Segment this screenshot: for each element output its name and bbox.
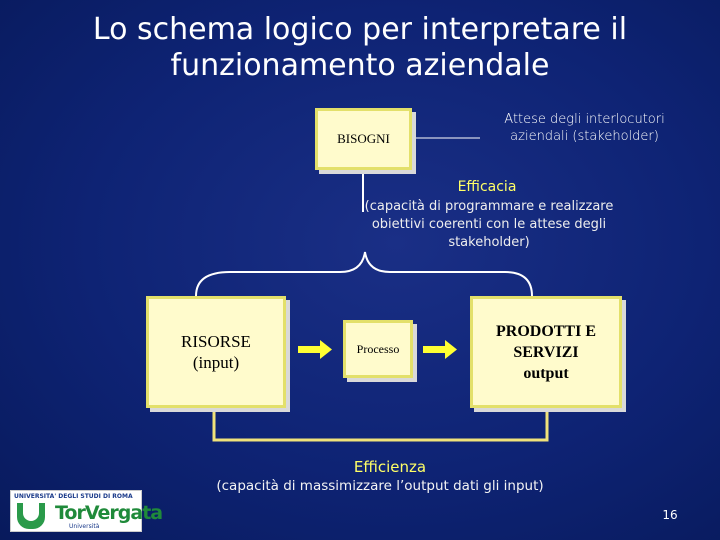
prodotti-label-line2: SERVIZI (513, 343, 579, 361)
arrow-processo-prodotti (423, 340, 457, 359)
prodotti-box: PRODOTTI E SERVIZI output (470, 296, 622, 408)
stakeholder-label: Attese degli interlocutori aziendali (st… (504, 112, 665, 144)
arrow-risorse-processo (298, 340, 332, 359)
output-label: output (523, 364, 569, 382)
processo-label: Processo (356, 341, 400, 356)
logo-top-text: UNIVERSITA' DEGLI STUDI DI ROMA (14, 493, 133, 500)
input-label: (input) (192, 353, 240, 372)
slide-title: Lo schema logico per interpretare il fun… (92, 12, 628, 83)
risorse-box: RISORSE (input) (146, 296, 286, 408)
curly-brace (195, 251, 533, 297)
risorse-label: RISORSE (181, 332, 251, 351)
prodotti-label-line1: PRODOTTI E (495, 322, 596, 340)
bisogni-label: BISOGNI (337, 131, 390, 146)
efficienza-connector (212, 408, 549, 442)
efficacia-description: (capacità di programmare e realizzare ob… (364, 199, 614, 250)
efficienza-description: (capacità di massimizzare l’output dati … (216, 478, 544, 494)
university-logo: UNIVERSITA' DEGLI STUDI DI ROMA TorVerga… (10, 490, 163, 532)
logo-main-text: TorVergata (55, 502, 163, 524)
efficienza-title: Efficienza (353, 458, 427, 476)
processo-box: Processo (343, 320, 413, 378)
efficacia-title: Efficacia (457, 179, 517, 195)
logo-mark-inner (23, 503, 39, 521)
logo-sub-text: Università (69, 523, 100, 530)
bisogni-box: BISOGNI (315, 108, 412, 170)
page-number: 16 (662, 508, 678, 522)
